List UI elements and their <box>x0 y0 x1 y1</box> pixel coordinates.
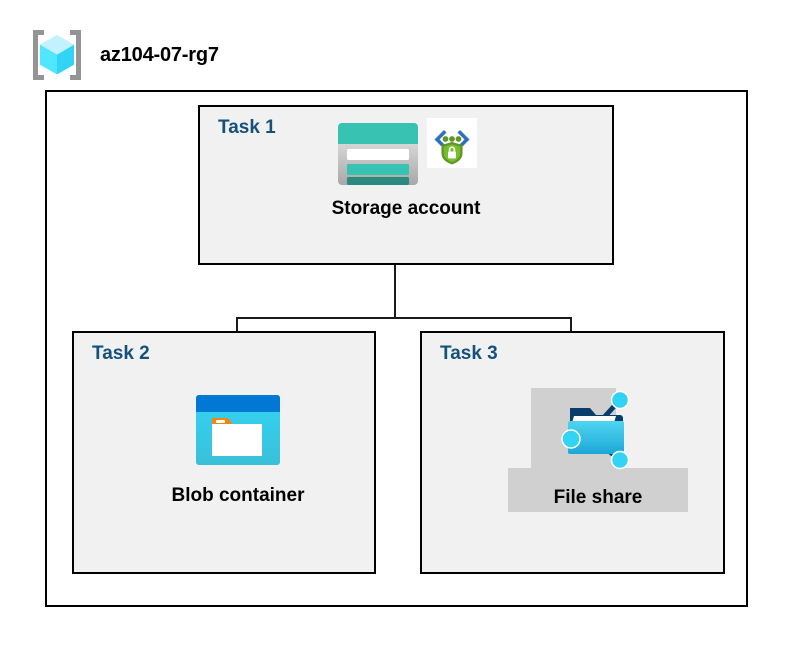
secure-endpoint-icon <box>427 118 477 173</box>
file-share-label-backdrop <box>508 468 688 512</box>
storage-account-icon <box>335 118 421 195</box>
resource-group-icon <box>28 26 86 84</box>
task-1-label: Task 1 <box>218 117 276 138</box>
resource-group-name: az104-07-rg7 <box>100 43 219 66</box>
task-2-label: Task 2 <box>92 343 150 364</box>
node-storage-account: Storage account <box>285 118 527 220</box>
task-3-label: Task 3 <box>440 343 498 364</box>
blob-container-icon <box>194 392 282 473</box>
file-share-icon-wrap <box>508 388 688 475</box>
node-file-share: File share <box>508 388 688 512</box>
storage-account-caption: Storage account <box>331 198 481 219</box>
blob-container-caption: Blob container <box>171 485 305 506</box>
resource-group-header: az104-07-rg7 <box>28 26 219 84</box>
file-share-icon <box>558 388 638 475</box>
storage-account-icon-row <box>335 118 477 190</box>
node-blob-container: Blob container <box>150 392 326 507</box>
connector-horizontal-bus <box>236 317 572 319</box>
file-share-caption: File share <box>553 487 643 508</box>
connector-storage-trunk <box>394 230 396 318</box>
